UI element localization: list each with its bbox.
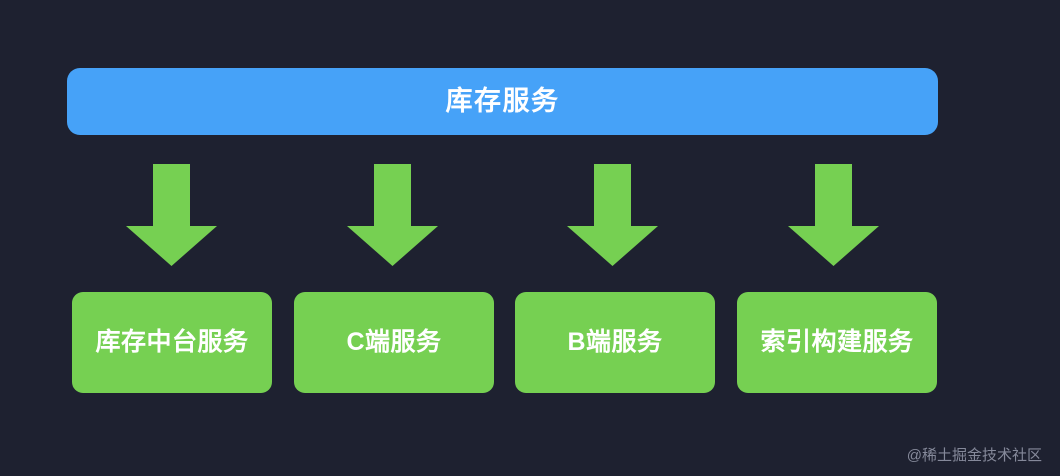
leaf-node-inventory-middle-platform[interactable]: 库存中台服务 [72,292,272,393]
root-node-inventory-service[interactable]: 库存服务 [67,68,938,135]
connector-arrow-1 [293,164,492,266]
root-node-label: 库存服务 [445,86,560,116]
connector-arrow-2 [513,164,712,266]
leaf-node-row: 库存中台服务 C端服务 B端服务 索引构建服务 [67,292,938,393]
down-arrow-icon [788,164,879,266]
leaf-node-index-build-service[interactable]: 索引构建服务 [737,292,937,393]
leaf-node-b-side-service[interactable]: B端服务 [515,292,715,393]
leaf-node-label: C端服务 [346,328,442,356]
leaf-node-label: B端服务 [567,328,663,356]
leaf-node-label: 索引构建服务 [760,328,914,356]
connector-arrow-0 [72,164,271,266]
leaf-node-c-side-service[interactable]: C端服务 [294,292,494,393]
down-arrow-icon [126,164,217,266]
leaf-node-label: 库存中台服务 [95,328,249,356]
down-arrow-icon [567,164,658,266]
watermark: @稀土掘金技术社区 [906,447,1042,464]
arrow-layer [67,164,938,266]
connector-arrow-3 [734,164,933,266]
down-arrow-icon [347,164,438,266]
